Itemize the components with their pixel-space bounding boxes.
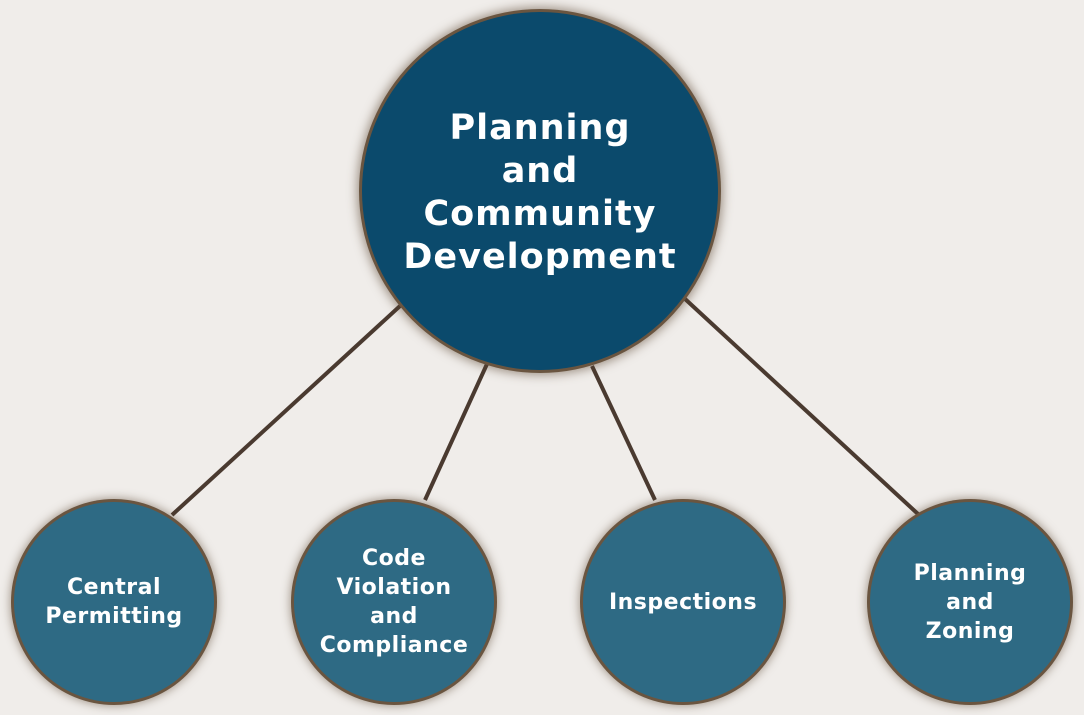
connector-inspections <box>590 365 657 501</box>
node-label: Inspections <box>608 589 758 615</box>
node-planning-zoning: Planning and Zoning <box>870 502 1070 702</box>
node-label: Planning and Zoning <box>913 560 1027 644</box>
node-code-violation-compliance: Code Violation and Compliance <box>294 502 494 702</box>
connector-planning-zoning <box>682 296 920 516</box>
node-central-permitting: Central Permitting <box>14 502 214 702</box>
connector-code-violation <box>423 363 489 501</box>
node-label: Code Violation and Compliance <box>319 546 469 658</box>
root-node-label: Planning and Community Development <box>403 108 677 277</box>
node-label: Central Permitting <box>45 575 183 629</box>
root-node-planning-community-development: Planning and Community Development <box>362 12 718 370</box>
connector-central-permitting <box>170 304 402 517</box>
node-inspections: Inspections <box>583 502 783 702</box>
